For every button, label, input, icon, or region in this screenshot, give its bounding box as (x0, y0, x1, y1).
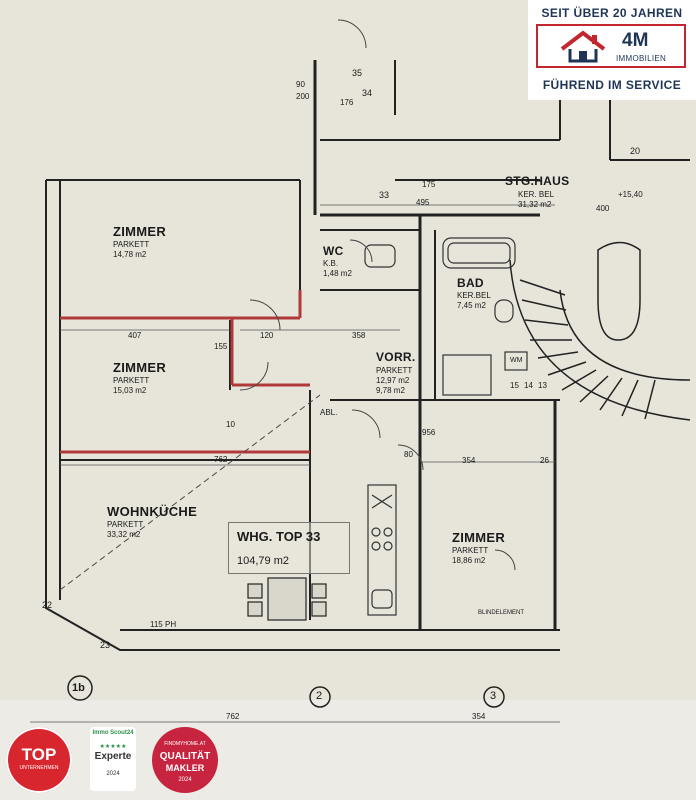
room-zimmer-3-floor: PARKETT (452, 546, 489, 555)
room-zimmer-2-name: ZIMMER (113, 360, 167, 375)
room-stg-haus-name: STG.HAUS (505, 174, 570, 188)
apartment-name: WHG. TOP 33 (237, 529, 321, 544)
axis-label-2: 2 (316, 690, 323, 702)
room-stg-haus-area: 31,32 m2 (518, 200, 552, 209)
room-wohnkueche-floor: PARKETT (107, 520, 144, 529)
door-number-33: 33 (379, 190, 390, 200)
dimension-155: 155 (214, 342, 228, 351)
meter-number-13: 13 (538, 381, 547, 390)
room-wohnkueche-name: WOHNKÜCHE (107, 504, 198, 519)
meter-number-14: 14 (524, 381, 533, 390)
dimension-200: 200 (296, 92, 310, 101)
apartment-summary-box: WHG. TOP 33 104,79 m2 (228, 522, 350, 574)
room-wc-area: 1,48 m2 (323, 269, 352, 278)
room-vorr-area-2: 9,78 m2 (376, 386, 405, 395)
room-vorr-area: 12,97 m2 (376, 376, 410, 385)
room-zimmer-1-area: 14,78 m2 (113, 250, 147, 259)
room-vorr-name: VORR. (376, 350, 416, 364)
star-rating-icon: ★★★★★ (99, 744, 127, 750)
dimension-407: 407 (128, 331, 142, 340)
qualitaet-badge-year: 2024 (178, 777, 192, 783)
room-wc-floor: K.B. (323, 259, 339, 268)
room-bad-area: 7,45 m2 (457, 301, 486, 310)
dimension-26: 26 (540, 456, 549, 465)
dimension-176: 176 (340, 98, 354, 107)
brand-tagline-top: SEIT ÜBER 20 JAHREN (541, 6, 683, 20)
door-number-35: 35 (352, 68, 363, 78)
dimension-956: 956 (422, 428, 436, 437)
room-wc-name: WC (323, 244, 344, 258)
room-zimmer-3-name: ZIMMER (452, 530, 506, 545)
dimension-bottom-354: 354 (472, 712, 486, 721)
dimension-bottom-762: 762 (226, 712, 240, 721)
qualitaet-makler-badge: FINDMYHOME.AT QUALITÄT MAKLER 2024 (152, 727, 218, 793)
dimension-762: 762 (214, 455, 228, 464)
room-zimmer-3-area: 18,86 m2 (452, 556, 486, 565)
room-bad-name: BAD (457, 276, 484, 290)
dimension-120: 120 (260, 331, 274, 340)
room-bad-floor: KER.BEL (457, 291, 491, 300)
qualitaet-badge-source: FINDMYHOME.AT (164, 741, 206, 747)
room-wohnkueche-area: 33,32 m2 (107, 530, 141, 539)
dimension-400: 400 (596, 204, 610, 213)
apartment-area: 104,79 m2 (237, 555, 289, 567)
brand-logo-text: 4M (622, 30, 649, 51)
immoscout-experte-badge: Immo Scout24 ★★★★★ Experte 2024 (90, 727, 136, 791)
dimension-80: 80 (404, 450, 413, 459)
section-number-23: 23 (100, 640, 111, 650)
blindelement-label: BLINDELEMENT (478, 610, 525, 616)
room-vorr-floor: PARKETT (376, 366, 413, 375)
dimension-175: 175 (422, 180, 436, 189)
immoscout-year: 2024 (106, 771, 120, 777)
room-zimmer-2-floor: PARKETT (113, 376, 150, 385)
dimension-495: 495 (416, 198, 430, 207)
qualitaet-badge-subtitle: MAKLER (165, 763, 205, 773)
immoscout-brand: Immo Scout24 (92, 730, 134, 736)
room-stg-haus-floor: KER. BEL (518, 190, 555, 199)
brand-tagline-bottom: FÜHREND IM SERVICE (542, 78, 682, 92)
abl-label: ABL. (320, 408, 338, 417)
axis-label-3: 3 (490, 690, 497, 702)
brand-logo-panel: SEIT ÜBER 20 JAHREN 4M IMMOBILIEN FÜHREN… (528, 0, 696, 100)
brand-logo-subtext: IMMOBILIEN (616, 54, 667, 63)
dimension-10: 10 (226, 420, 235, 429)
dimension-354: 354 (462, 456, 476, 465)
room-zimmer-1-name: ZIMMER (113, 224, 167, 239)
immoscout-experte-label: Experte (94, 751, 132, 762)
house-icon (560, 30, 606, 63)
dimension-358: 358 (352, 331, 366, 340)
qualitaet-badge-title: QUALITÄT (159, 751, 211, 762)
top-badge-subtitle: UNTERNEHMEN (19, 765, 59, 771)
room-zimmer-2-area: 15,03 m2 (113, 386, 147, 395)
room-zimmer-1-floor: PARKETT (113, 240, 150, 249)
section-number-22: 22 (42, 600, 53, 610)
brand-logo-box: 4M IMMOBILIEN (536, 24, 686, 68)
top-badge-title: TOP (21, 745, 57, 764)
axis-label-1b: 1b (72, 682, 85, 694)
section-number-20: 20 (630, 146, 641, 156)
level-label: +15,40 (618, 190, 643, 199)
dimension-115-ph: 115 PH (150, 620, 177, 629)
meter-number-15: 15 (510, 381, 519, 390)
wm-label: WM (510, 357, 523, 364)
dimension-90: 90 (296, 80, 305, 89)
door-number-34: 34 (362, 88, 373, 98)
top-unternehmen-badge: TOP UNTERNEHMEN (6, 727, 72, 793)
